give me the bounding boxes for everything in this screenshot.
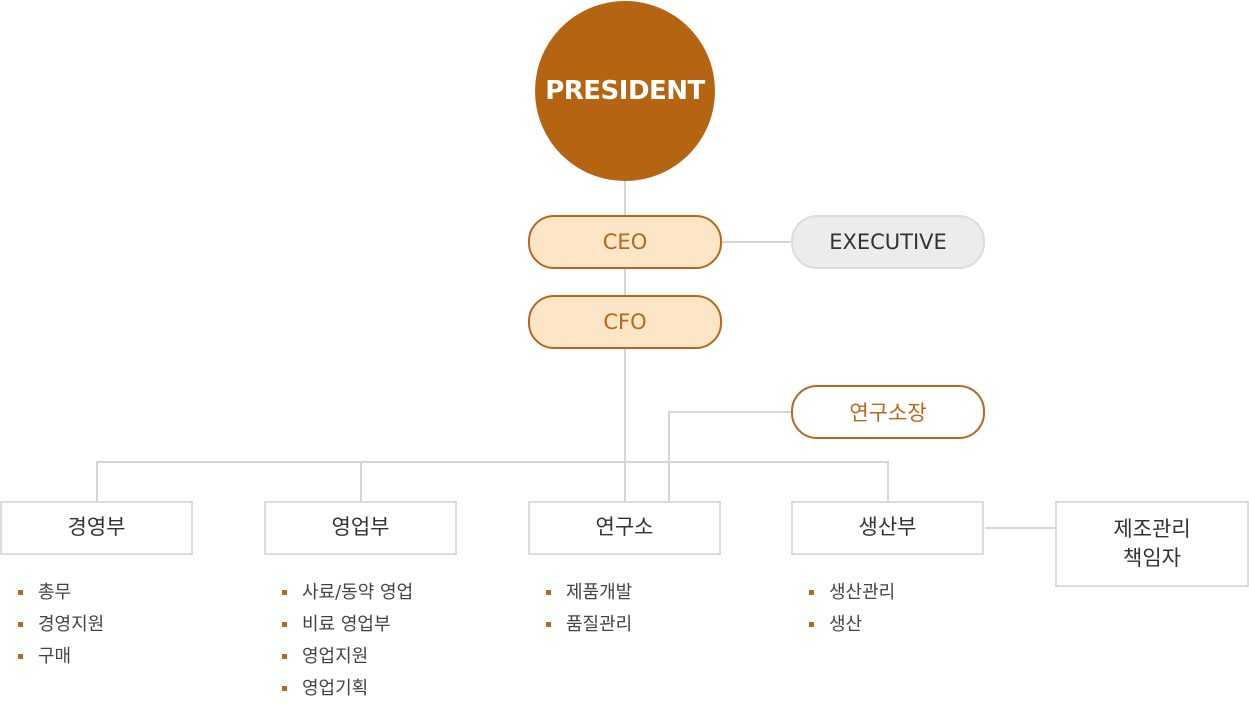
duty-item: 구매: [18, 641, 104, 673]
ceo-label: CEO: [602, 230, 648, 254]
dept-research-label: 연구소: [595, 515, 654, 540]
research-director-label: 연구소장: [849, 401, 927, 425]
dept-sales-duties: 사료/동약 영업 비료 영업부 영업지원 영업기획: [282, 577, 413, 705]
president-label: PRESIDENT: [545, 76, 705, 106]
dept-production-duties: 생산관리 생산: [809, 577, 895, 641]
duty-item: 영업지원: [282, 641, 413, 673]
dept-management-duties: 총무 경영지원 구매: [18, 577, 104, 673]
duty-item: 품질관리: [546, 609, 632, 641]
dept-research-box: 연구소: [528, 501, 721, 555]
dept-management-box: 경영부: [0, 501, 193, 555]
dept-management-label: 경영부: [67, 515, 126, 540]
research-director-node: 연구소장: [791, 385, 985, 439]
dept-research-duties: 제품개발 품질관리: [546, 577, 632, 641]
dept-production-label: 생산부: [858, 515, 917, 540]
executive-label: EXECUTIVE: [829, 230, 947, 254]
duty-item: 총무: [18, 577, 104, 609]
dept-sales-box: 영업부: [264, 501, 457, 555]
duty-item: 비료 영업부: [282, 609, 413, 641]
duty-item: 사료/동약 영업: [282, 577, 413, 609]
duty-item: 제품개발: [546, 577, 632, 609]
manufacturing-manager-line2: 책임자: [1123, 546, 1181, 570]
dept-sales-label: 영업부: [331, 515, 390, 540]
ceo-node: CEO: [528, 215, 722, 269]
manufacturing-manager-box: 제조관리 책임자: [1055, 501, 1249, 587]
duty-item: 영업기획: [282, 673, 413, 705]
dept-production-box: 생산부: [791, 501, 984, 555]
duty-item: 경영지원: [18, 609, 104, 641]
duty-item: 생산: [809, 609, 895, 641]
manufacturing-manager-line1: 제조관리: [1113, 516, 1191, 541]
duty-item: 생산관리: [809, 577, 895, 609]
president-node: PRESIDENT: [535, 1, 715, 181]
executive-node: EXECUTIVE: [791, 215, 985, 269]
cfo-label: CFO: [603, 310, 647, 334]
cfo-node: CFO: [528, 295, 722, 349]
